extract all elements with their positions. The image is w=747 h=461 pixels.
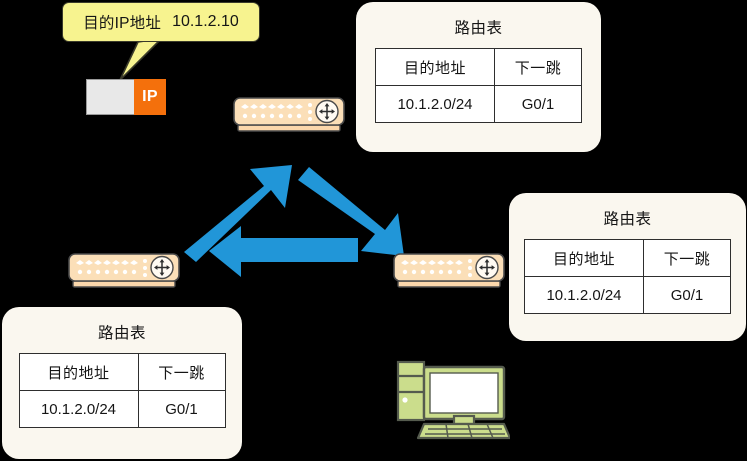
- header-destination: 目的地址: [524, 239, 644, 277]
- cell-next-hop: G0/1: [643, 276, 731, 314]
- routing-table-card-top: 路由表 目的地址 下一跳 10.1.2.0/24 G0/1: [356, 2, 601, 152]
- destination-ip-callout: 目的IP地址 10.1.2.10: [62, 2, 260, 42]
- callout-label: 目的IP地址: [83, 15, 162, 32]
- cell-destination: 10.1.2.0/24: [524, 276, 644, 314]
- routing-table: 目的地址 下一跳 10.1.2.0/24 G0/1: [375, 48, 582, 123]
- desktop-computer-icon: [396, 360, 510, 440]
- ip-packet-icon: IP: [86, 79, 166, 115]
- routing-table-title: 路由表: [97, 325, 146, 342]
- table-row: 10.1.2.0/24 G0/1: [375, 85, 582, 123]
- flow-arrow-right-to-left: [209, 226, 358, 277]
- callout-ip-value: 10.1.2.10: [172, 13, 239, 30]
- callout-tail: [119, 38, 164, 80]
- routing-table: 目的地址 下一跳 10.1.2.0/24 G0/1: [524, 239, 731, 314]
- header-destination: 目的地址: [18, 353, 139, 391]
- routing-table-card-right: 路由表 目的地址 下一跳 10.1.2.0/24 G0/1: [509, 193, 746, 341]
- flow-arrow-top-to-right: [298, 167, 404, 256]
- header-next-hop: 下一跳: [137, 353, 226, 391]
- table-header-row: 目的地址 下一跳: [375, 48, 582, 86]
- table-row: 10.1.2.0/24 G0/1: [524, 276, 731, 314]
- header-destination: 目的地址: [375, 48, 495, 86]
- flow-arrow-left-to-top: [184, 165, 292, 262]
- header-next-hop: 下一跳: [643, 239, 731, 277]
- packet-payload: [86, 79, 134, 115]
- cell-next-hop: G0/1: [137, 390, 226, 428]
- cell-next-hop: G0/1: [494, 85, 582, 123]
- routing-table-card-bottom: 路由表 目的地址 下一跳 10.1.2.0/24 G0/1: [2, 307, 242, 459]
- table-row: 10.1.2.0/24 G0/1: [18, 390, 226, 428]
- routing-table: 目的地址 下一跳 10.1.2.0/24 G0/1: [18, 353, 226, 428]
- router-icon: [233, 97, 345, 132]
- cell-destination: 10.1.2.0/24: [375, 85, 495, 123]
- router-icon: [393, 253, 505, 288]
- cell-destination: 10.1.2.0/24: [18, 390, 139, 428]
- routing-table-title: 路由表: [454, 20, 503, 37]
- header-next-hop: 下一跳: [494, 48, 582, 86]
- table-header-row: 目的地址 下一跳: [18, 353, 226, 391]
- routing-table-title: 路由表: [603, 211, 652, 228]
- router-icon: [68, 253, 180, 288]
- packet-ip-label: IP: [134, 79, 166, 115]
- table-header-row: 目的地址 下一跳: [524, 239, 731, 277]
